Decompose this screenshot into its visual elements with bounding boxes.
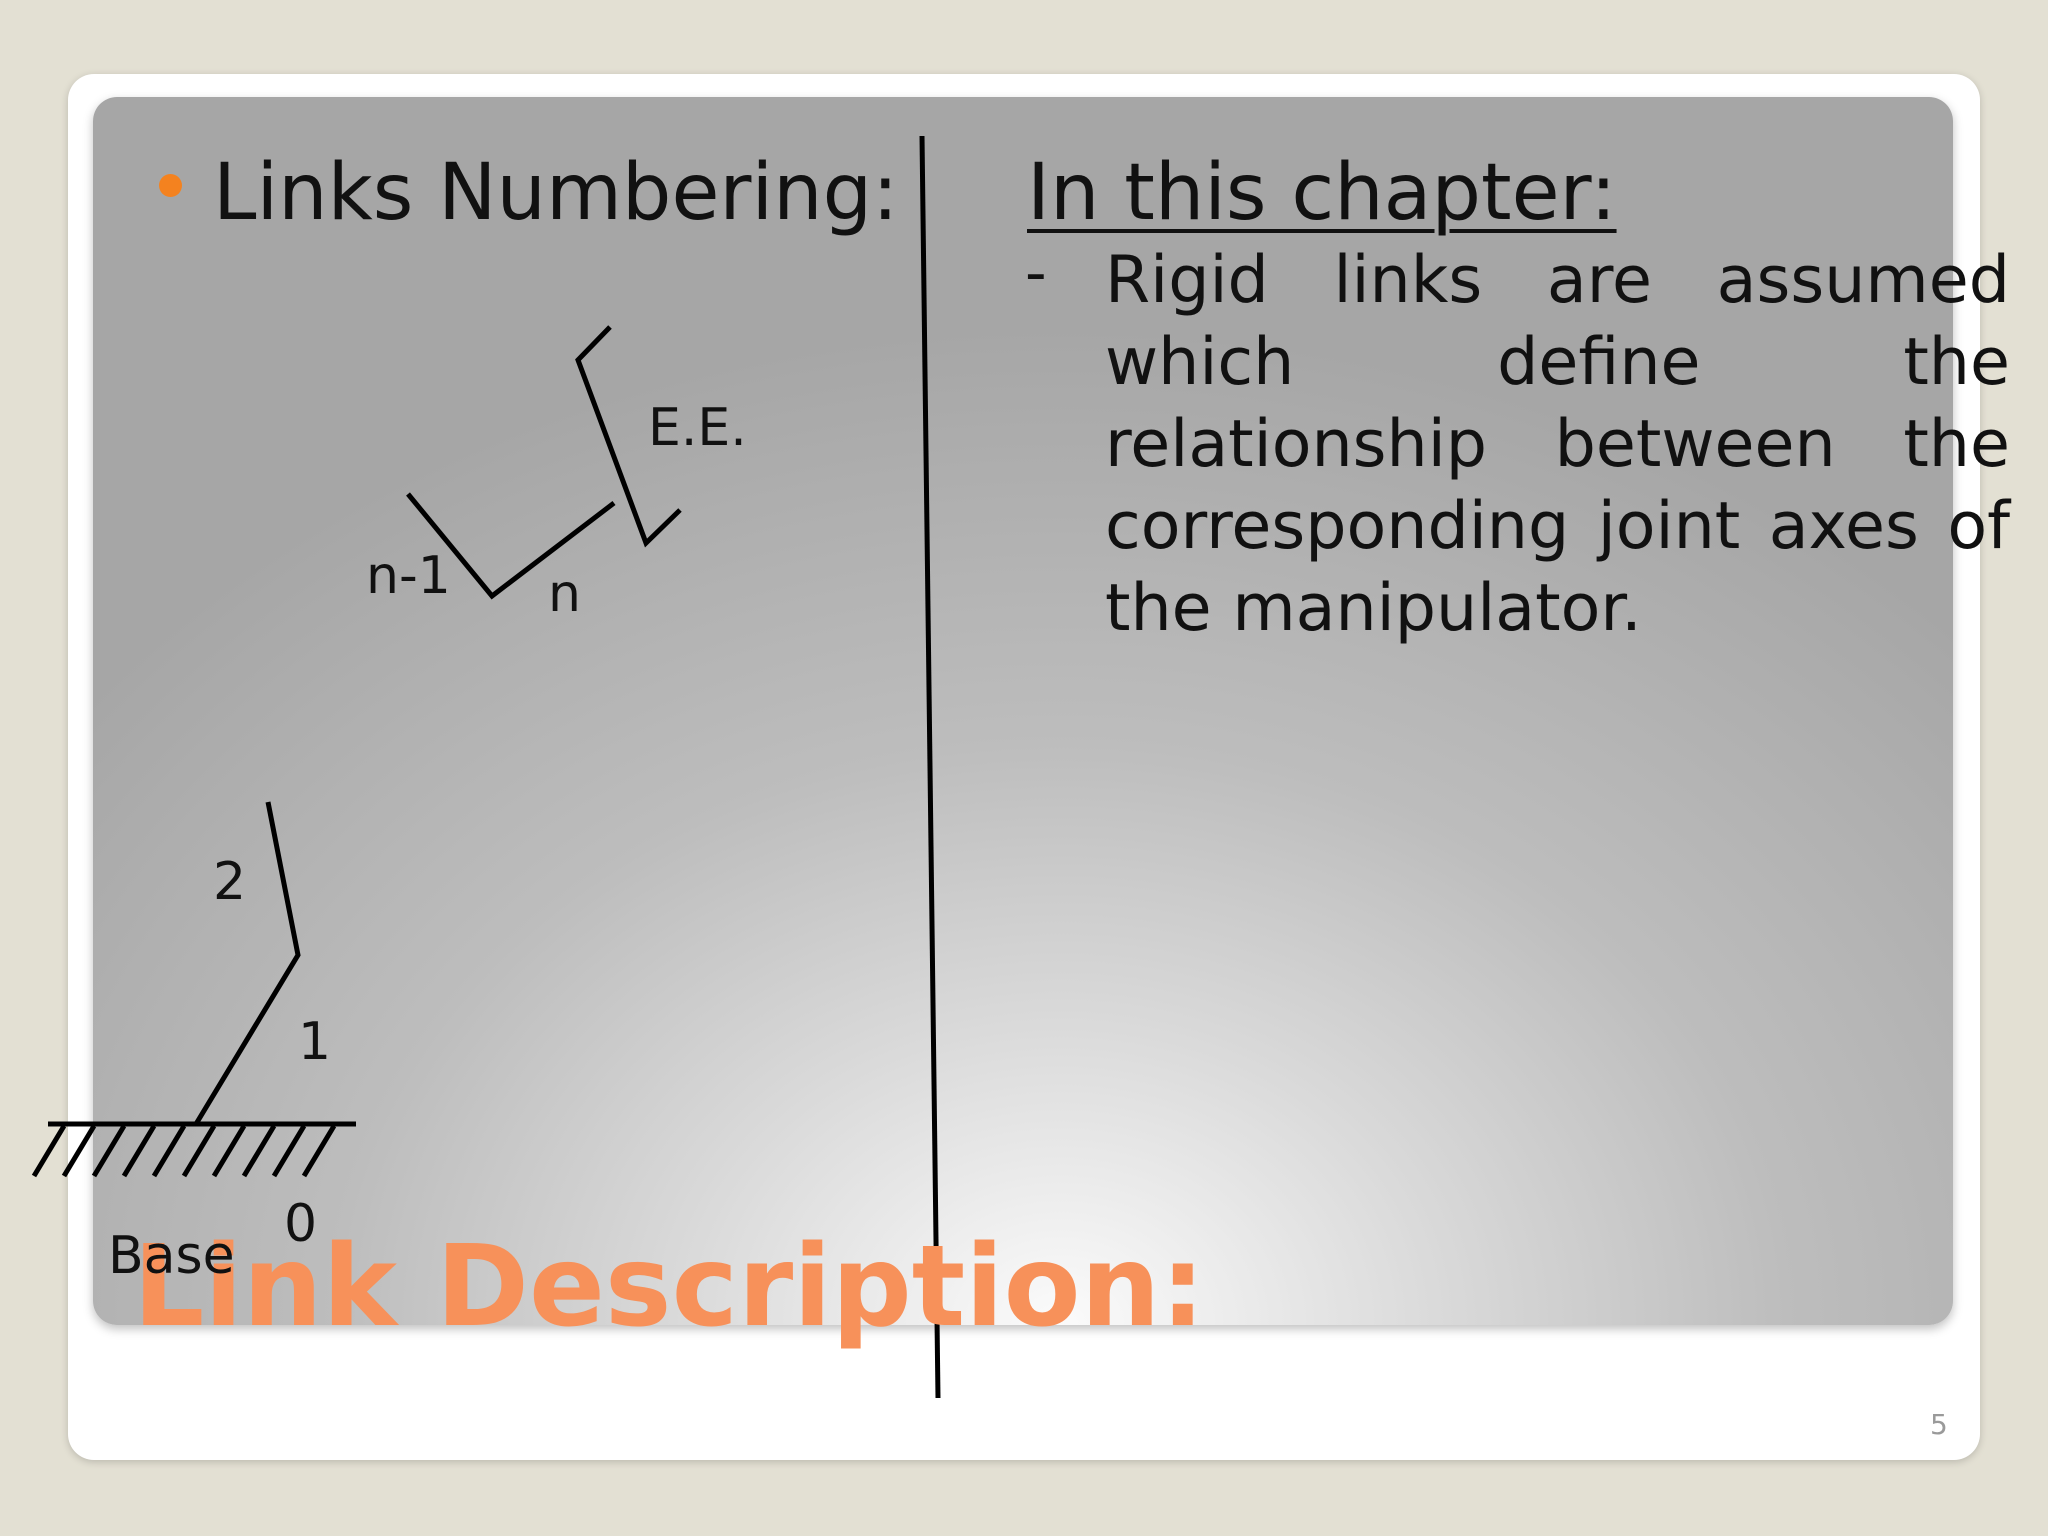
- slide-content-panel: [93, 97, 1953, 1325]
- end-effector-gripper-line: [575, 325, 682, 548]
- link-n-label: n: [548, 564, 581, 624]
- list-dash: -: [1025, 238, 1047, 308]
- links-numbering-heading: Links Numbering:: [213, 148, 899, 238]
- link-0-label: 0: [284, 1194, 318, 1254]
- end-effector-label: E.E.: [648, 398, 747, 458]
- chapter-heading: In this chapter:: [1027, 148, 1617, 238]
- column-divider-line: [919, 135, 941, 1399]
- link-2-label: 2: [213, 852, 247, 912]
- chapter-paragraph: Rigid links are assumed which define the…: [1105, 243, 2010, 646]
- page-number: 5: [1930, 1408, 1948, 1441]
- link-1-label: 1: [298, 1012, 332, 1072]
- link-n-minus-1-line: [406, 492, 616, 600]
- slide-title: Link Description:: [133, 1222, 1206, 1352]
- link-n-minus-1-label: n-1: [366, 546, 451, 606]
- link-1-2-line: [193, 801, 301, 1126]
- base-label: Base: [108, 1226, 235, 1286]
- ground-hatching: [31, 1124, 337, 1178]
- bullet-dot-icon: [159, 174, 182, 197]
